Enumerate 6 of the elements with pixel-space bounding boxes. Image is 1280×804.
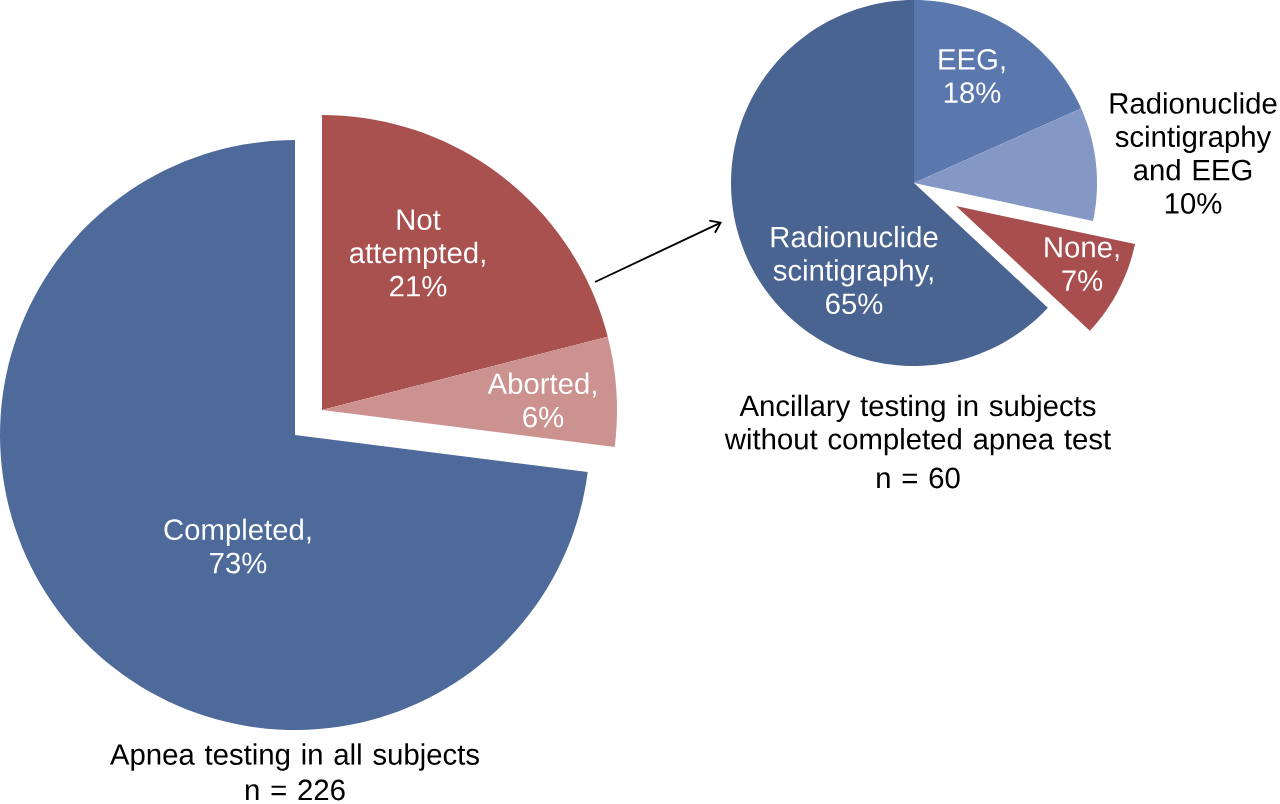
arrow: [594, 219, 722, 283]
pie-slice: None, 7%: [956, 206, 1135, 331]
caption: n = 60: [877, 467, 960, 489]
caption: n = 226: [246, 779, 345, 801]
pie-slice: EEG, 18%: [914, 0, 1082, 183]
pie-slice: Aborted, 6%: [322, 336, 617, 447]
